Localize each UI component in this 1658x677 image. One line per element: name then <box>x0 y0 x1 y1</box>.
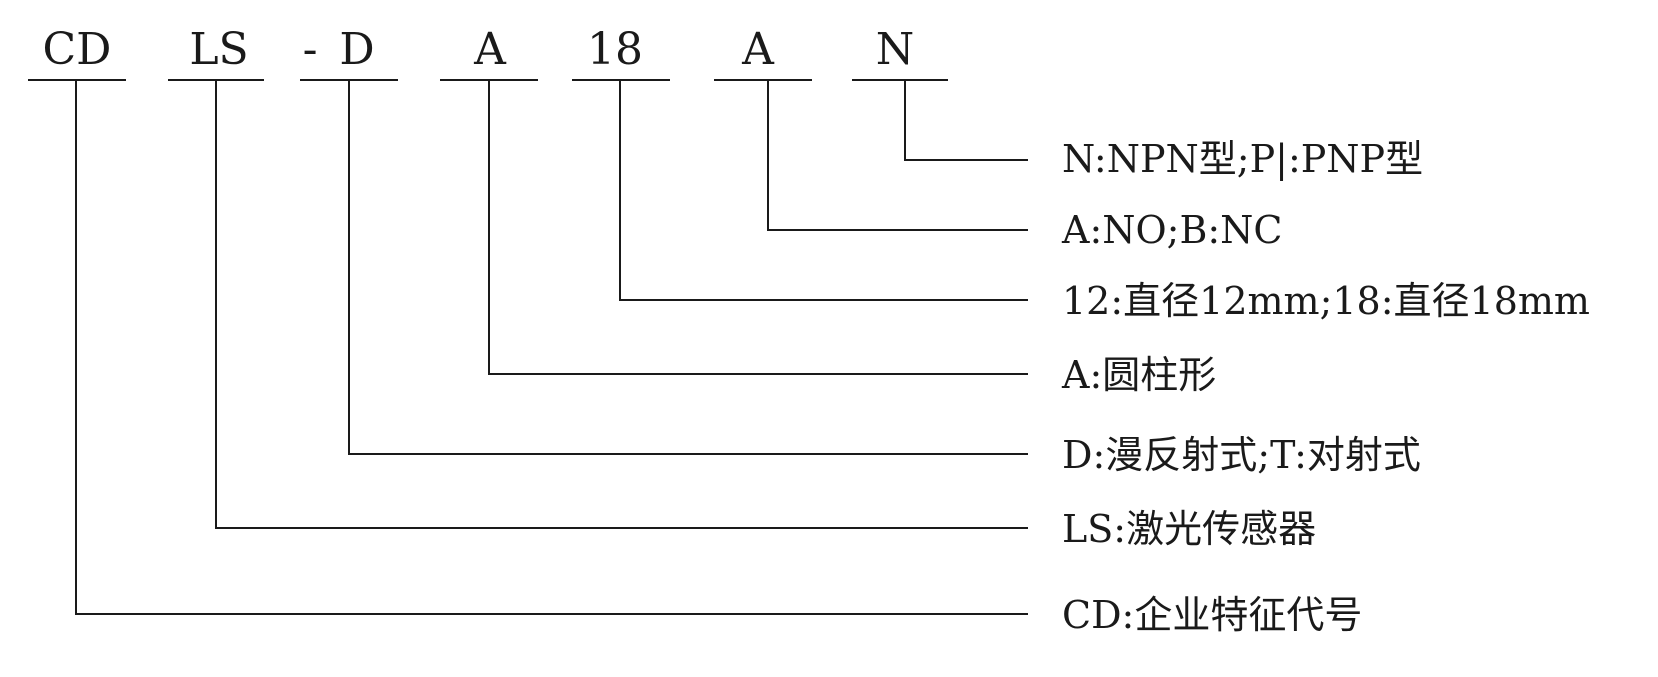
code-segment-a-output: A <box>741 24 775 75</box>
leader-cd <box>75 80 1028 615</box>
code-segment-ls: LS <box>189 24 248 75</box>
desc-output-type: N:NPN型;P|:PNP型 <box>1062 137 1423 181</box>
desc-diameter: 12:直径12mm;18:直径18mm <box>1062 279 1590 323</box>
leader-d <box>348 80 1028 455</box>
desc-contact: A:NO;B:NC <box>1061 208 1283 252</box>
desc-company-code: CD:企业特征代号 <box>1062 593 1362 637</box>
desc-sensor-type: LS:激光传感器 <box>1062 507 1316 551</box>
desc-detection-mode: D:漫反射式;T:对射式 <box>1062 433 1421 477</box>
leader-ls <box>215 80 1028 529</box>
code-segment-d: D <box>339 24 374 75</box>
code-segment-18: 18 <box>587 24 643 75</box>
leader-18 <box>619 80 1028 301</box>
code-segment-n: N <box>876 24 915 75</box>
desc-shape: A:圆柱形 <box>1061 353 1216 397</box>
code-segment-cd: CD <box>43 24 112 75</box>
code-segment-a-shape: A <box>473 24 507 75</box>
leader-a-shape <box>488 80 1028 375</box>
leader-n <box>904 80 1028 161</box>
code-separator: - <box>303 24 318 75</box>
leader-a-output <box>767 80 1028 231</box>
